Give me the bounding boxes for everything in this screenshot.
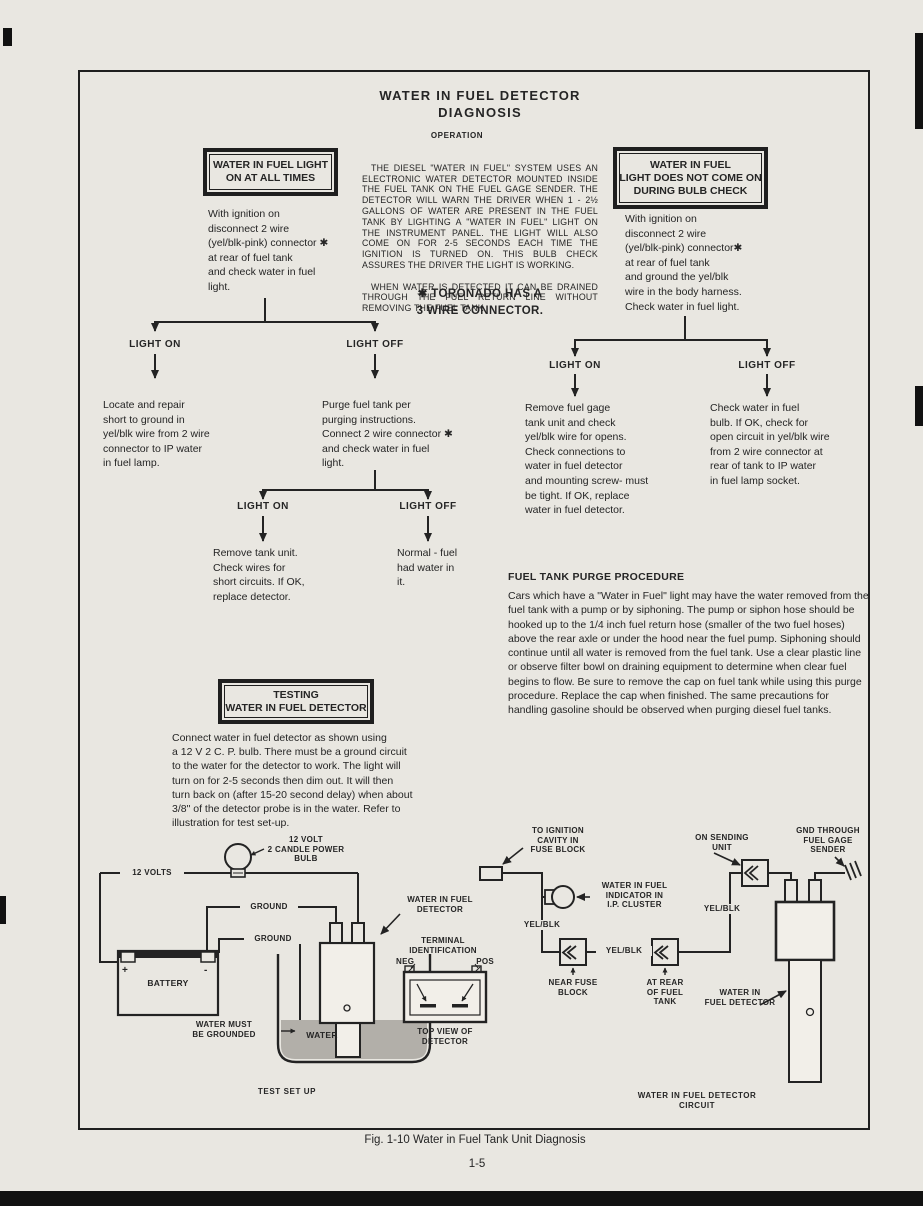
- left-flow-light-off-label: LIGHT OFF: [346, 339, 404, 350]
- right-flow-light-off-label: LIGHT OFF: [738, 360, 796, 371]
- test-bulb-icon: [224, 843, 252, 871]
- left-flow-light-on-label: LIGHT ON: [129, 339, 181, 350]
- water-must-be-grounded-label: WATER MUST BE GROUNDED: [192, 1020, 256, 1039]
- page-border-frame: [78, 70, 870, 1130]
- top-view-label: TOP VIEW OF DETECTOR: [417, 1027, 473, 1046]
- page-number: 1-5: [468, 1158, 486, 1170]
- left-flow-light-on-text: Locate and repair short to ground in yel…: [103, 399, 210, 470]
- pos-label: POS: [476, 957, 494, 966]
- scan-edge-bar: [0, 1191, 923, 1206]
- circuit-detector-label: WATER IN FUEL DETECTOR: [704, 988, 776, 1007]
- twelve-volts-label: 12 VOLTS: [120, 868, 184, 878]
- flow-box-light-on-at-all-times: WATER IN FUEL LIGHT ON AT ALL TIMES: [203, 148, 338, 196]
- right-flow-light-on-text: Remove fuel gage tank unit and check yel…: [525, 402, 649, 517]
- yel-blk-label-2: YEL/BLK: [596, 946, 652, 956]
- ignition-cavity-label: TO IGNITION CAVITY IN FUSE BLOCK: [530, 826, 586, 855]
- right-flow-intro: With ignition on disconnect 2 wire (yel/…: [625, 213, 743, 313]
- testing-box: TESTING WATER IN FUEL DETECTOR: [218, 679, 374, 724]
- bulb-label: 12 VOLT 2 CANDLE POWER BULB: [267, 835, 345, 864]
- scan-artifact: [3, 28, 12, 46]
- operation-heading: OPERATION: [430, 131, 484, 140]
- detector-top-view: [402, 963, 488, 1024]
- operation-paragraph-2: WHEN WATER IS DETECTED IT CAN BE DRAINED…: [362, 281, 598, 314]
- ground-label-1: GROUND: [240, 902, 298, 912]
- yel-blk-label-1: YEL/BLK: [514, 920, 570, 930]
- operation-paragraph: THE DIESEL "WATER IN FUEL" SYSTEM USES A…: [362, 152, 598, 325]
- right-flow-light-off-text: Check water in fuel bulb. If OK, check f…: [710, 402, 830, 487]
- purge-body: Cars which have a "Water in Fuel" light …: [508, 590, 869, 717]
- circuit-caption: WATER IN FUEL DETECTOR CIRCUIT: [637, 1091, 757, 1110]
- right-flow-light-on-label: LIGHT ON: [549, 360, 601, 371]
- left-flow-sub-light-on-text: Remove tank unit. Check wires for short …: [213, 547, 305, 603]
- indicator-label: WATER IN FUEL INDICATOR IN I.P. CLUSTER: [601, 881, 668, 910]
- ground-label-2: GROUND: [244, 934, 302, 944]
- toronado-note: ✱ TORONADO HAS A 3 WIRE CONNECTOR.: [416, 288, 544, 317]
- left-flow-sub-light-off-text: Normal - fuel had water in it.: [397, 547, 458, 589]
- page-title-line1: WATER IN FUEL DETECTOR: [379, 88, 581, 103]
- test-detector-label: WATER IN FUEL DETECTOR: [407, 895, 473, 914]
- figure-caption: Fig. 1-10 Water in Fuel Tank Unit Diagno…: [364, 1134, 586, 1146]
- circuit-drawing: [479, 847, 862, 1083]
- terminal-identification-label: TERMINAL IDENTIFICATION: [409, 936, 477, 955]
- gnd-through-sender-label: GND THROUGH FUEL GAGE SENDER: [796, 826, 860, 855]
- left-flow-sub-light-off-label: LIGHT OFF: [399, 501, 457, 512]
- battery-minus: -: [204, 965, 208, 976]
- scan-artifact: [915, 33, 923, 129]
- near-fuse-block-label: NEAR FUSE BLOCK: [548, 978, 598, 997]
- right-flow-connectors: [571, 316, 771, 397]
- at-rear-of-tank-label: AT REAR OF FUEL TANK: [646, 978, 684, 1007]
- left-flow-sub-light-on-label: LIGHT ON: [237, 501, 289, 512]
- ground-symbol: [844, 860, 862, 881]
- neg-label: NEG: [396, 957, 415, 966]
- connector-near-fuse-block: [559, 938, 587, 966]
- indicator-bulb-icon: [551, 885, 575, 909]
- yel-blk-label-3: YEL/BLK: [694, 904, 750, 914]
- scan-artifact: [0, 896, 6, 924]
- test-setup-drawing: [99, 843, 488, 1064]
- circuit-detector: [774, 879, 836, 1083]
- battery-label: BATTERY: [147, 978, 189, 988]
- test-setup-caption: TEST SET UP: [257, 1087, 317, 1096]
- testing-body: Connect water in fuel detector as shown …: [172, 732, 413, 830]
- water-label: WATER: [306, 1030, 338, 1040]
- detector-body: [318, 941, 376, 1025]
- on-sending-unit-label: ON SENDING UNIT: [695, 833, 749, 852]
- connector-on-sending-unit: [741, 859, 769, 887]
- operation-paragraph-1: THE DIESEL "WATER IN FUEL" SYSTEM USES A…: [362, 162, 598, 270]
- flow-box-no-light-bulb-check: WATER IN FUEL LIGHT DOES NOT COME ON DUR…: [613, 147, 768, 209]
- connector-at-rear-of-tank: [651, 938, 679, 966]
- purge-heading: FUEL TANK PURGE PROCEDURE: [508, 571, 685, 583]
- water-container: [276, 954, 432, 1064]
- battery-symbol: [116, 949, 220, 1017]
- fuse-block-connector: [479, 866, 503, 881]
- scan-artifact: [915, 386, 923, 426]
- left-flow-intro: With ignition on disconnect 2 wire (yel/…: [208, 208, 329, 293]
- page-title-line2: DIAGNOSIS: [438, 105, 522, 120]
- left-flow-light-off-text: Purge fuel tank per purging instructions…: [322, 399, 453, 470]
- battery-plus: +: [122, 965, 128, 976]
- left-flow-connectors: [151, 298, 432, 542]
